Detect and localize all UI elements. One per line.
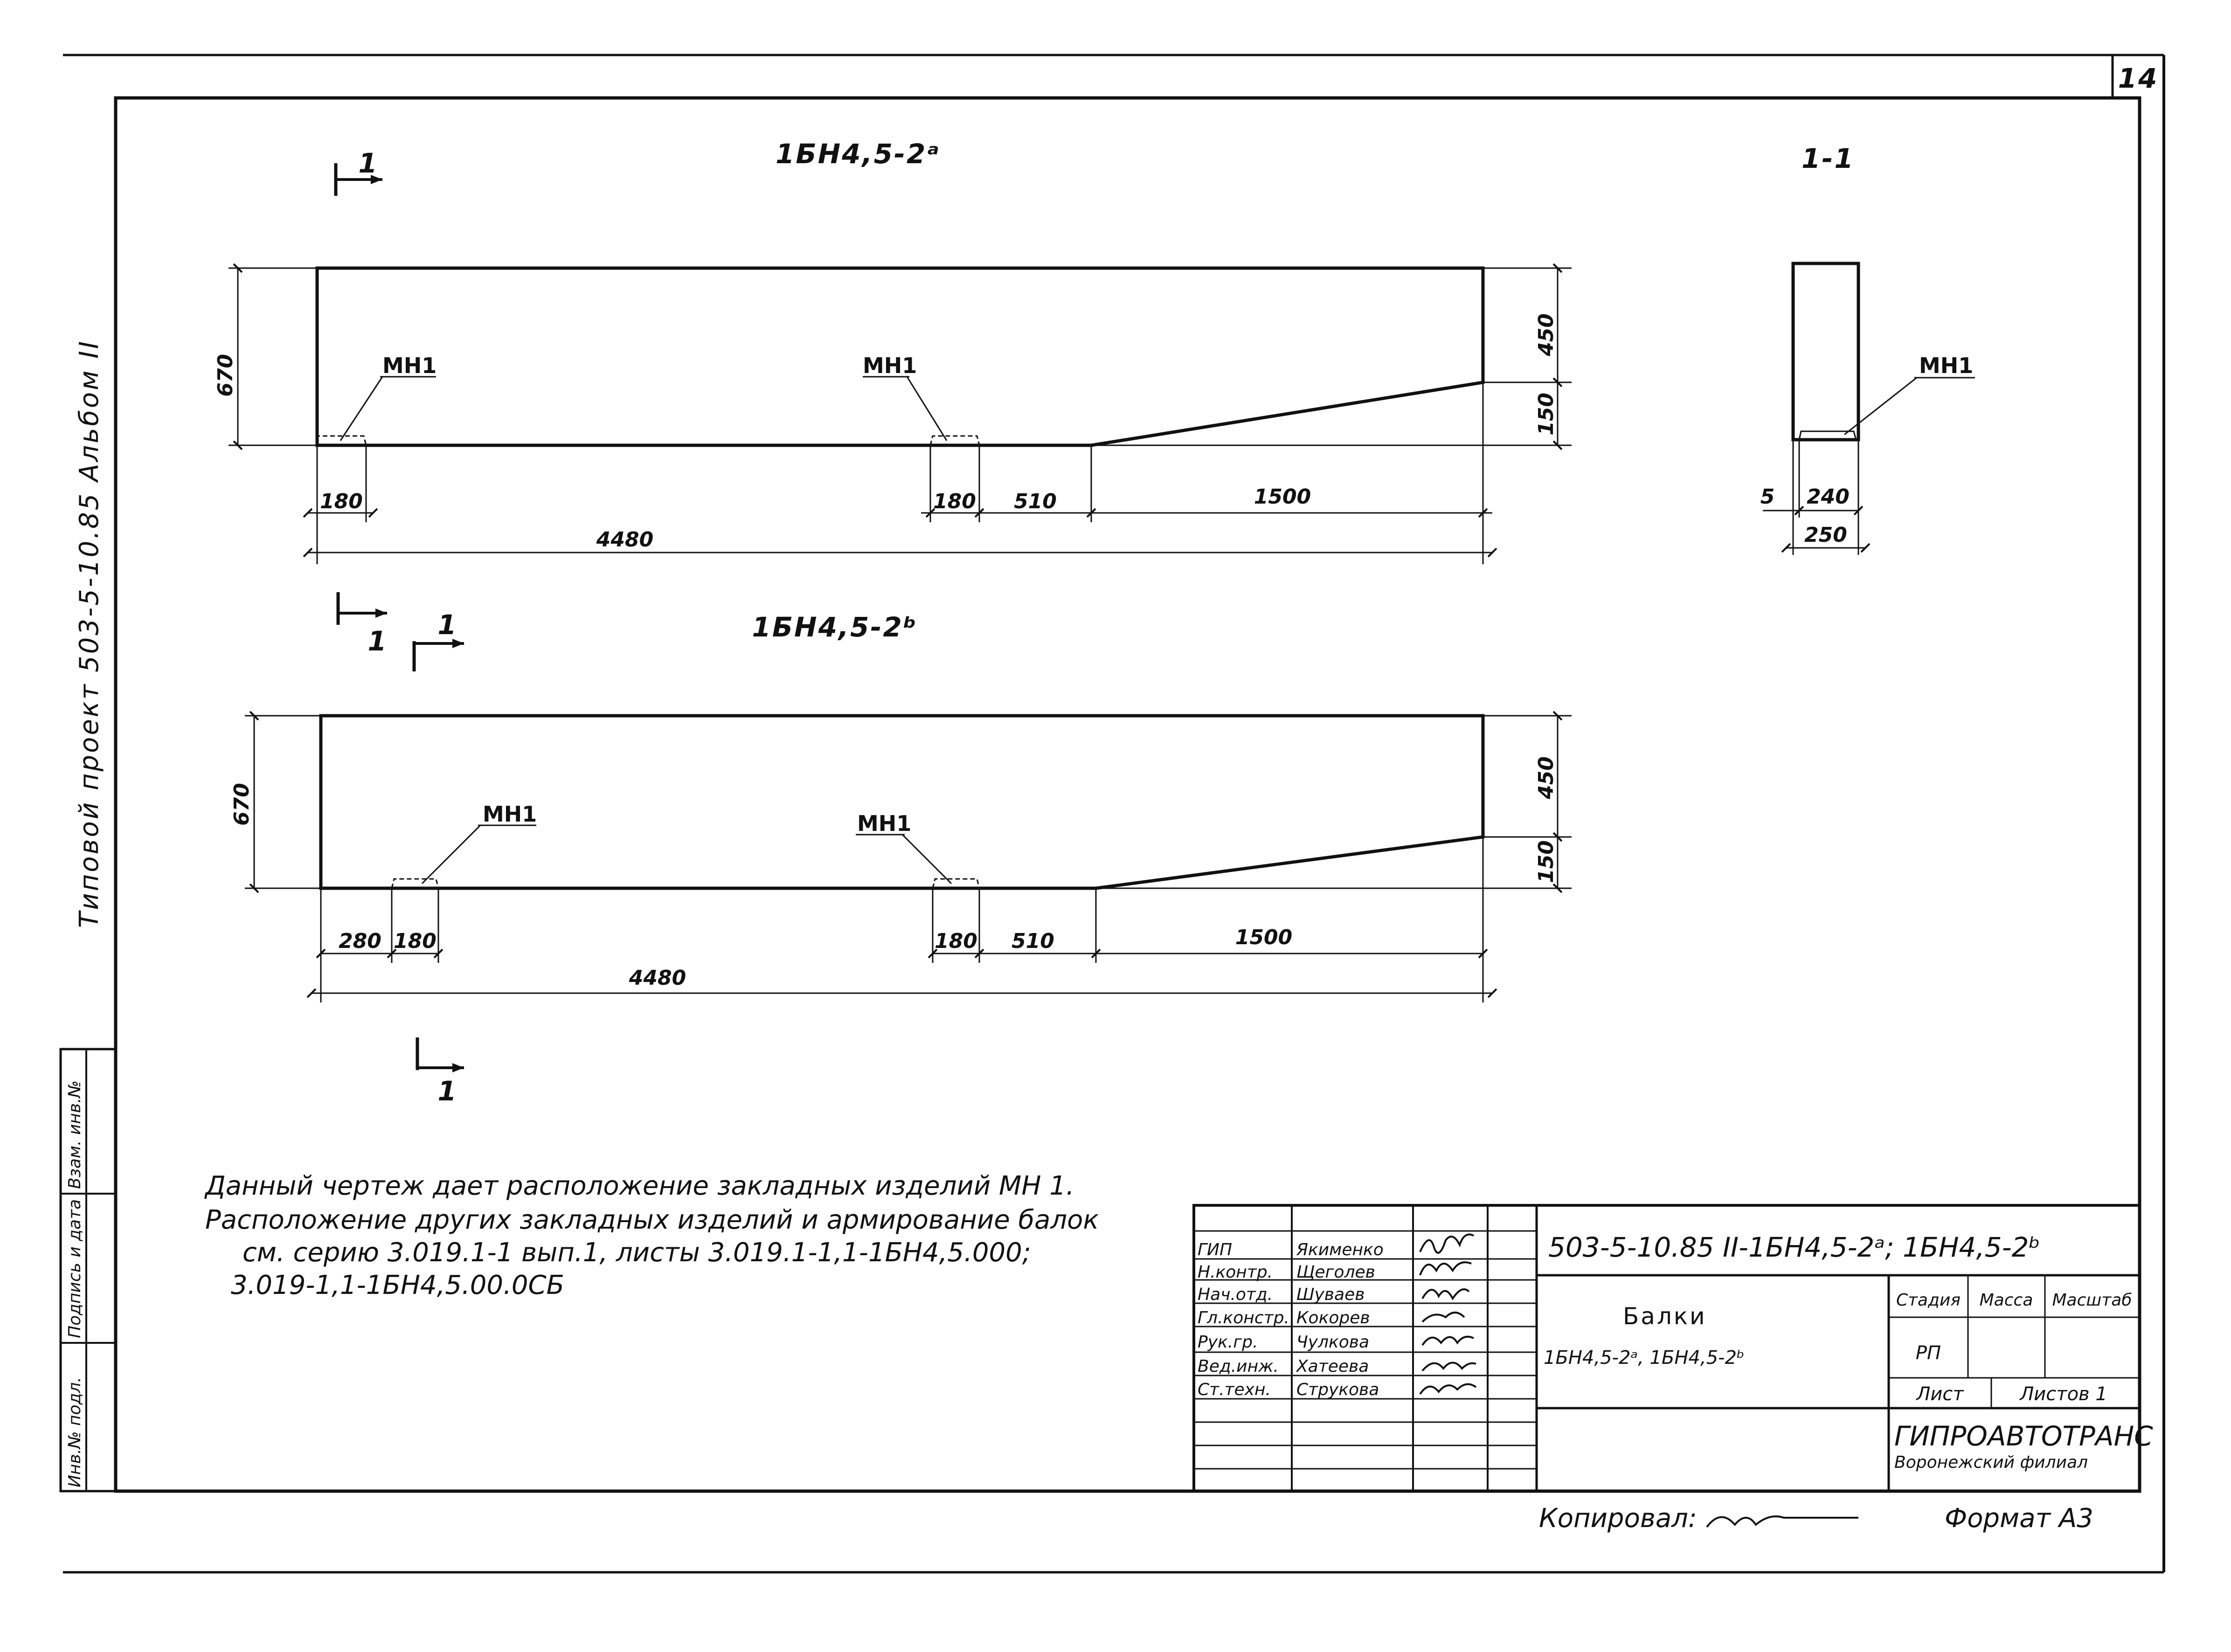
drawing-frame — [114, 96, 2141, 1493]
tb-role-7: Ст.техн. — [1198, 1380, 1271, 1399]
beam-a-seg-3: 510 — [1014, 490, 1057, 513]
tb-sheets-label: Листов 1 — [2019, 1383, 2107, 1405]
tb-sheet-label: Лист — [1915, 1383, 1964, 1405]
tb-name-6: Хатеева — [1296, 1357, 1369, 1376]
beam-b-height-bottom: 150 — [1534, 840, 1558, 883]
tb-role-2: Н.контр. — [1198, 1263, 1273, 1282]
beam-a-title: 1БН4,5-2ᵃ — [776, 138, 941, 170]
tb-role-5: Рук.гр. — [1198, 1333, 1258, 1352]
beam-b-seg-1: 280 — [339, 929, 381, 953]
beam-b-embed-label-left: МН1 — [483, 802, 537, 827]
section-embed-label: МН1 — [1919, 353, 1973, 378]
side-box-replacement: Взам. инв.№ — [65, 1080, 84, 1189]
beam-b-elevation: 1БН4,5-2ᵇ 670 450 150 МН1 МН1 280 180 18… — [230, 609, 1572, 1107]
side-strip-text: Типовой проект 503-5-10.85 Альбом II — [74, 339, 104, 928]
beam-a-length: 4480 — [596, 528, 653, 552]
tb-stage-value: РП — [1916, 1342, 1941, 1364]
tb-org-line-1: ГИПРОАВТОТРАНС — [1894, 1420, 2153, 1452]
tb-name-3: Шуваев — [1296, 1285, 1365, 1304]
beam-b-seg-5: 1500 — [1235, 926, 1292, 949]
tb-name-line-1: Балки — [1623, 1303, 1707, 1330]
tb-name-5: Чулкова — [1296, 1333, 1369, 1352]
beam-a-height-bottom: 150 — [1534, 393, 1558, 435]
beam-a-embed-label-mid: МН1 — [863, 353, 917, 378]
beam-b-embed-mid — [932, 878, 980, 889]
beam-a-embed-label-left: МН1 — [382, 353, 436, 378]
beam-b-title: 1БН4,5-2ᵇ — [752, 611, 917, 643]
tb-role-6: Вед.инж. — [1198, 1357, 1279, 1376]
tb-mass-header: Масса — [1980, 1291, 2033, 1310]
beam-b-seg-3: 180 — [935, 929, 977, 953]
section-1-1: 1-1 МН1 5 240 250 — [1760, 143, 1975, 555]
beam-b-embed-left — [391, 878, 439, 889]
side-box-signature: Подпись и дата — [65, 1199, 84, 1338]
copier-signature — [1706, 1515, 1858, 1528]
tb-stage-header: Стадия — [1896, 1291, 1961, 1310]
svg-text:1: 1 — [437, 609, 457, 641]
tb-role-3: Нач.отд. — [1198, 1285, 1273, 1304]
footer-copied: Копировал: — [1539, 1503, 1697, 1534]
note-line-1: Данный чертеж дает расположение закладны… — [204, 1171, 1074, 1201]
signatures — [1419, 1233, 1477, 1395]
note-line-2: Расположение других закладных изделий и … — [205, 1205, 1099, 1235]
note-line-4: 3.019-1,1-1БН4,5.00.0СБ — [231, 1270, 564, 1300]
beam-b-outline — [319, 714, 1485, 890]
beam-a-embed-mid — [929, 435, 980, 446]
tb-name-1: Якименко — [1296, 1240, 1384, 1259]
beam-a-outline — [315, 266, 1485, 447]
section-inner-width: 240 — [1807, 485, 1850, 509]
svg-text:1: 1 — [437, 1075, 457, 1107]
tb-role-1: ГИП — [1198, 1240, 1232, 1259]
beam-b-height-top: 450 — [1534, 756, 1558, 800]
beam-a-seg-4: 1500 — [1254, 485, 1311, 509]
tb-role-4: Гл.констр. — [1198, 1308, 1289, 1327]
section-title: 1-1 — [1801, 143, 1855, 174]
tb-scale-header: Масштаб — [2052, 1291, 2132, 1310]
beam-a-embed-left — [316, 435, 367, 446]
beam-a-seg-2: 180 — [933, 490, 976, 513]
side-boxes-frame — [59, 1048, 117, 1493]
tb-name-line-2: 1БН4,5-2ᵃ, 1БН4,5-2ᵇ — [1544, 1347, 1745, 1369]
tb-code: 503-5-10.85 II-1БН4,5-2ᵃ; 1БН4,5-2ᵇ — [1548, 1231, 2040, 1263]
title-block: 503-5-10.85 II-1БН4,5-2ᵃ; 1БН4,5-2ᵇ Балк… — [1192, 1204, 2153, 1493]
tb-name-2: Щеголев — [1296, 1263, 1375, 1282]
beam-b-length: 4480 — [629, 966, 686, 990]
footer-format: Формат А3 — [1945, 1503, 2093, 1534]
notes-block: Данный чертеж дает расположение закладны… — [204, 1171, 1099, 1300]
beam-b-seg-4: 510 — [1012, 929, 1054, 953]
beam-b-embed-label-mid: МН1 — [857, 811, 911, 836]
beam-a-height-total: 670 — [214, 354, 237, 397]
beam-b-seg-2: 180 — [394, 929, 436, 953]
sheet-number: 14 — [2118, 62, 2159, 94]
side-strip: Типовой проект 503-5-10.85 Альбом II Инв… — [59, 339, 117, 1493]
note-line-3: см. серию 3.019.1-1 вып.1, листы 3.019.1… — [242, 1237, 1031, 1268]
beam-a-elevation: 1БН4,5-2ᵃ 670 450 150 МН1 МН1 — [214, 138, 1572, 657]
beam-b-section-mark-top: 1 — [412, 609, 464, 671]
section-offset: 5 — [1760, 485, 1775, 509]
beam-a-section-mark-top: 1 — [334, 147, 382, 196]
tb-name-4: Кокорев — [1296, 1308, 1370, 1327]
section-total-width: 250 — [1804, 523, 1847, 547]
beam-a-section-mark-bottom: 1 — [336, 592, 388, 657]
section-embed — [1798, 430, 1857, 440]
beam-a-height-top: 450 — [1534, 313, 1558, 357]
beam-b-section-mark-bottom: 1 — [416, 1037, 464, 1107]
section-outline — [1791, 262, 1860, 442]
tb-name-7: Стрyкова — [1296, 1380, 1379, 1399]
beam-a-seg-1: 180 — [320, 490, 363, 513]
tb-org-line-2: Воронежский филиал — [1894, 1453, 2088, 1472]
svg-text:1: 1 — [367, 625, 388, 657]
svg-text:1: 1 — [358, 147, 378, 179]
side-box-inventory: Инв.№ подл. — [65, 1377, 84, 1487]
beam-b-height-total: 670 — [230, 783, 254, 826]
